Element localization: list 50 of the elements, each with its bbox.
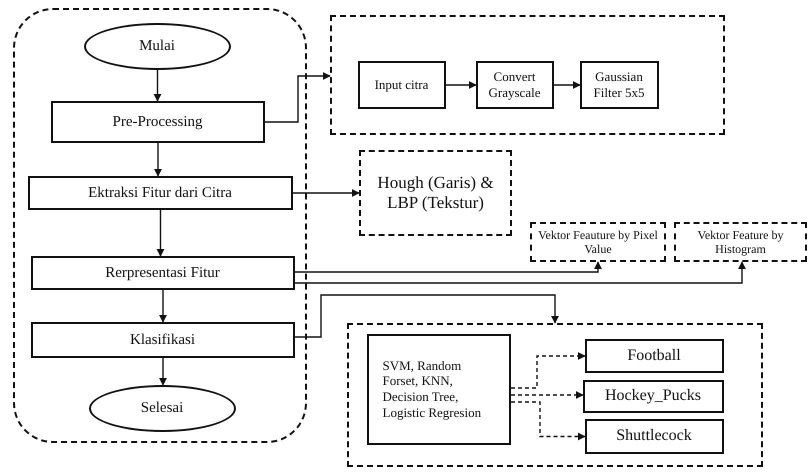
arrow xyxy=(295,261,602,273)
arrow xyxy=(159,358,167,386)
node-label: Klasifikasi xyxy=(130,330,195,348)
dashed-group-frame xyxy=(13,8,307,443)
node-label: Gaussian Filter 5x5 xyxy=(592,68,646,100)
dashed-box xyxy=(674,222,807,262)
node-label: Vektor Feature by Histogram xyxy=(696,228,784,256)
node-label: Hockey_Pucks xyxy=(605,386,701,406)
process-box xyxy=(582,380,724,412)
arrow xyxy=(156,210,164,257)
dashed-group-frame xyxy=(330,15,725,135)
node-label: Convert Grayscale xyxy=(488,68,542,100)
process-box xyxy=(476,60,554,108)
process-box xyxy=(366,334,510,444)
process-box xyxy=(30,256,294,290)
arrow xyxy=(154,143,162,177)
node-label: Selesai xyxy=(140,399,184,417)
dashed-box xyxy=(359,150,512,236)
process-box xyxy=(50,100,264,142)
arrow xyxy=(293,189,360,197)
node-label: Ektraksi Fitur dari Citra xyxy=(88,184,232,202)
arrow xyxy=(511,352,586,389)
node-label: Hough (Garis) & LBP (Tekstur) xyxy=(376,172,495,214)
arrow xyxy=(295,261,746,284)
node-label: Pre-Processing xyxy=(112,112,202,130)
node-label: Rerpresentasi Fitur xyxy=(105,264,220,282)
node-label: SVM, Random Forset, KNN, Decision Tree, Logistic Regresion xyxy=(382,358,482,420)
arrow xyxy=(511,391,584,399)
node-label: Football xyxy=(627,346,681,366)
arrow xyxy=(154,70,162,102)
arrow xyxy=(159,290,167,323)
arrow xyxy=(446,81,477,89)
arrow xyxy=(511,401,586,440)
node-label: Vektor Feauture by Pixel Value xyxy=(537,228,659,256)
node-label: Input citra xyxy=(374,76,428,92)
terminal-ellipse xyxy=(88,384,236,432)
arrow xyxy=(295,294,559,338)
dashed-group-frame xyxy=(347,323,763,467)
process-box xyxy=(584,418,724,454)
process-box xyxy=(584,338,724,372)
arrow xyxy=(265,72,331,123)
node-label: Shuttlecock xyxy=(616,426,692,446)
process-box xyxy=(580,60,658,108)
arrow xyxy=(554,81,581,89)
process-box xyxy=(358,60,446,108)
node-label: Mulai xyxy=(139,37,175,55)
process-box xyxy=(30,322,294,358)
process-box xyxy=(28,176,292,210)
dashed-box xyxy=(530,222,666,262)
terminal-ellipse xyxy=(84,22,230,70)
